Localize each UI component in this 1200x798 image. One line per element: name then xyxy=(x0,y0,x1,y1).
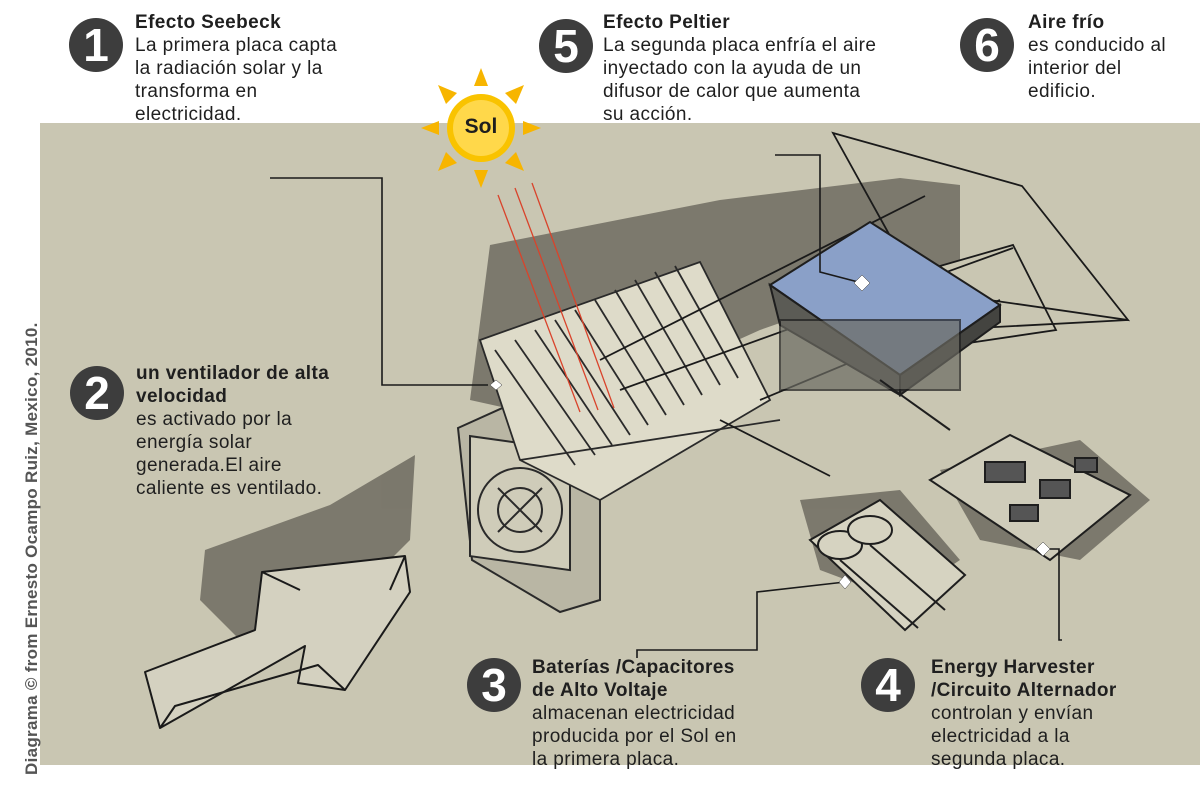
annotation-4-heading: Energy Harvester /Circuito Alternador xyxy=(931,657,1117,701)
badge-5: 5 xyxy=(539,19,593,73)
badge-1: 1 xyxy=(69,18,123,72)
credit-text: Diagrama © from Ernesto Ocampo Ruiz, Mex… xyxy=(22,322,41,775)
annotation-5: Efecto Peltier La segunda placa enfría e… xyxy=(603,11,876,126)
annotation-6-body: es conducido al interior del edificio. xyxy=(1028,35,1167,102)
peltier-plate xyxy=(768,220,1002,431)
annotation-2-heading: un ventilador de alta velocidad xyxy=(136,363,330,407)
annotation-3-body: almacenan electricidad producida por el … xyxy=(532,703,737,770)
annotation-5-body: La segunda placa enfría el aire inyectad… xyxy=(603,35,877,125)
badge-6: 6 xyxy=(960,18,1014,72)
circuit-board xyxy=(928,433,1132,562)
annotation-1-body: La primera placa capta la radiación sola… xyxy=(135,35,338,125)
badge-3: 3 xyxy=(467,658,521,712)
badge-4: 4 xyxy=(861,658,915,712)
battery-pack xyxy=(808,498,967,632)
badge-2: 2 xyxy=(70,366,124,420)
annotation-6: Aire frío es conducido al interior del e… xyxy=(1028,11,1166,103)
annotation-2-body: es activado por la energía solar generad… xyxy=(136,409,323,499)
annotation-1: Efecto Seebeck La primera placa capta la… xyxy=(135,11,337,126)
leader-lines xyxy=(270,154,1062,658)
annotation-6-heading: Aire frío xyxy=(1028,12,1105,33)
seebeck-plate xyxy=(478,260,781,502)
annotation-4: Energy Harvester /Circuito Alternador co… xyxy=(931,656,1117,771)
annotation-3: Baterías /Capacitores de Alto Voltaje al… xyxy=(532,656,737,771)
annotation-3-heading: Baterías /Capacitores de Alto Voltaje xyxy=(532,657,735,701)
annotation-2: un ventilador de alta velocidad es activ… xyxy=(136,362,329,500)
annotation-4-body: controlan y envían electricidad a la seg… xyxy=(931,703,1094,770)
annotation-5-heading: Efecto Peltier xyxy=(603,12,731,33)
sun-label: Sol xyxy=(464,115,498,138)
markers xyxy=(489,274,1051,590)
air-intake-arrow xyxy=(144,555,411,729)
sun-icon xyxy=(421,68,541,188)
annotation-1-heading: Efecto Seebeck xyxy=(135,12,282,33)
solar-rays xyxy=(497,182,615,413)
